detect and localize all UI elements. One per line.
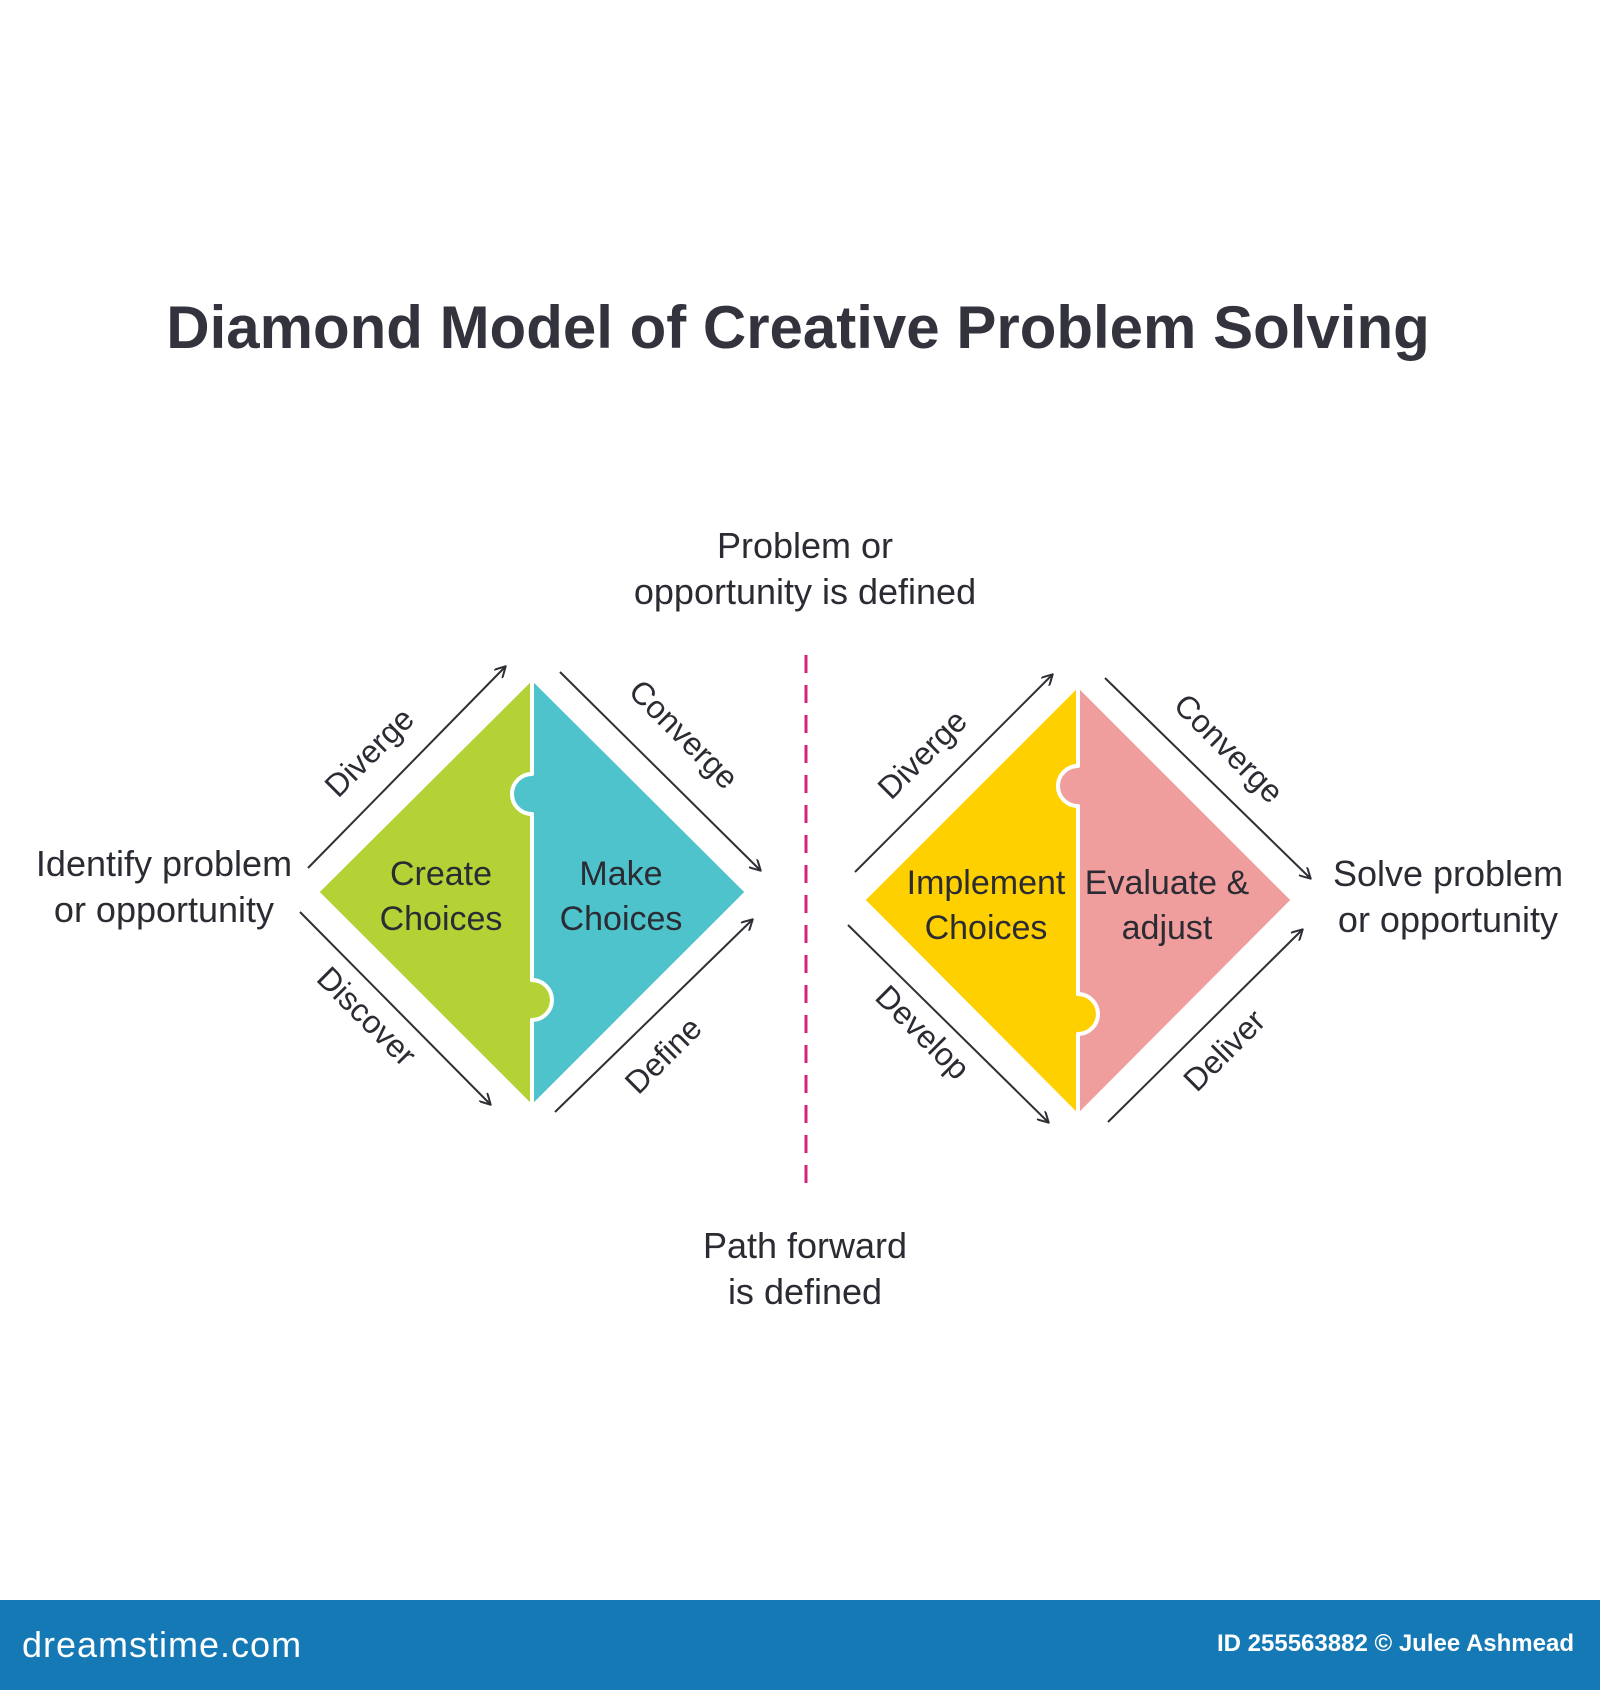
diamond-2-right-label-line-1: Evaluate & [1085, 864, 1250, 902]
footer-credit: ID 255563882 © Julee Ashmead [1217, 1630, 1574, 1657]
diamond-2-left-label-line-1: Implement [907, 864, 1066, 902]
diamond-2-edge-bottom-right: Deliver [1176, 1002, 1272, 1098]
diamond-1-left-label-line-1: Create [390, 855, 492, 893]
top-note-line-1: Problem or [717, 525, 893, 566]
diamond-1-diverge-arrow [307, 667, 505, 869]
diamond-1-right-label-line-2: Choices [560, 900, 683, 938]
right-note-line-2: or opportunity [1338, 899, 1558, 940]
diamond-1-right-piece [510, 676, 749, 1109]
diamond-1-left-label-line-2: Choices [380, 900, 503, 938]
diamond-1-discover-arrow [299, 911, 490, 1104]
diamond-1-edge-bottom-right: Define [618, 1010, 709, 1101]
diamond-2-converge-arrow [1104, 677, 1310, 878]
footer-brand-logo: dreamstime.com [22, 1624, 303, 1665]
diamond-model-diagram: Diamond Model of Creative Problem Solvin… [36, 294, 1563, 1312]
diamond-2-diverge-arrow [854, 675, 1052, 873]
diamond-2-edge-top-left: Diverge [871, 703, 974, 806]
right-note-line-1: Solve problem [1333, 853, 1563, 894]
left-note-line-1: Identify problem [36, 843, 292, 884]
diamond-2: Implement Choices Evaluate & adjust Dive… [847, 675, 1310, 1123]
diamond-1-edge-top-right: Converge [622, 672, 746, 796]
diamond-1-edge-top-left: Diverge [318, 701, 421, 804]
diamond-2-develop-arrow [847, 924, 1048, 1122]
footer-bar: dreamstime.com ID 255563882 © Julee Ashm… [0, 1600, 1600, 1690]
diamond-1-converge-arrow [559, 671, 760, 870]
diagram-title: Diamond Model of Creative Problem Solvin… [166, 294, 1430, 361]
diamond-2-right-piece [1056, 683, 1295, 1118]
bottom-note-line-2: is defined [728, 1271, 882, 1312]
diamond-2-right-label-line-2: adjust [1122, 909, 1213, 947]
diamond-2-left-label-line-2: Choices [925, 909, 1048, 947]
top-note-line-2: opportunity is defined [634, 571, 976, 612]
left-note-line-2: or opportunity [54, 889, 274, 930]
diamond-2-deliver-arrow [1107, 930, 1302, 1123]
bottom-note-line-1: Path forward [703, 1225, 907, 1266]
diamond-1: Create Choices Make Choices Diverge Conv… [299, 667, 760, 1113]
diamond-1-define-arrow [554, 920, 752, 1113]
diamond-1-right-label-line-1: Make [579, 855, 662, 893]
